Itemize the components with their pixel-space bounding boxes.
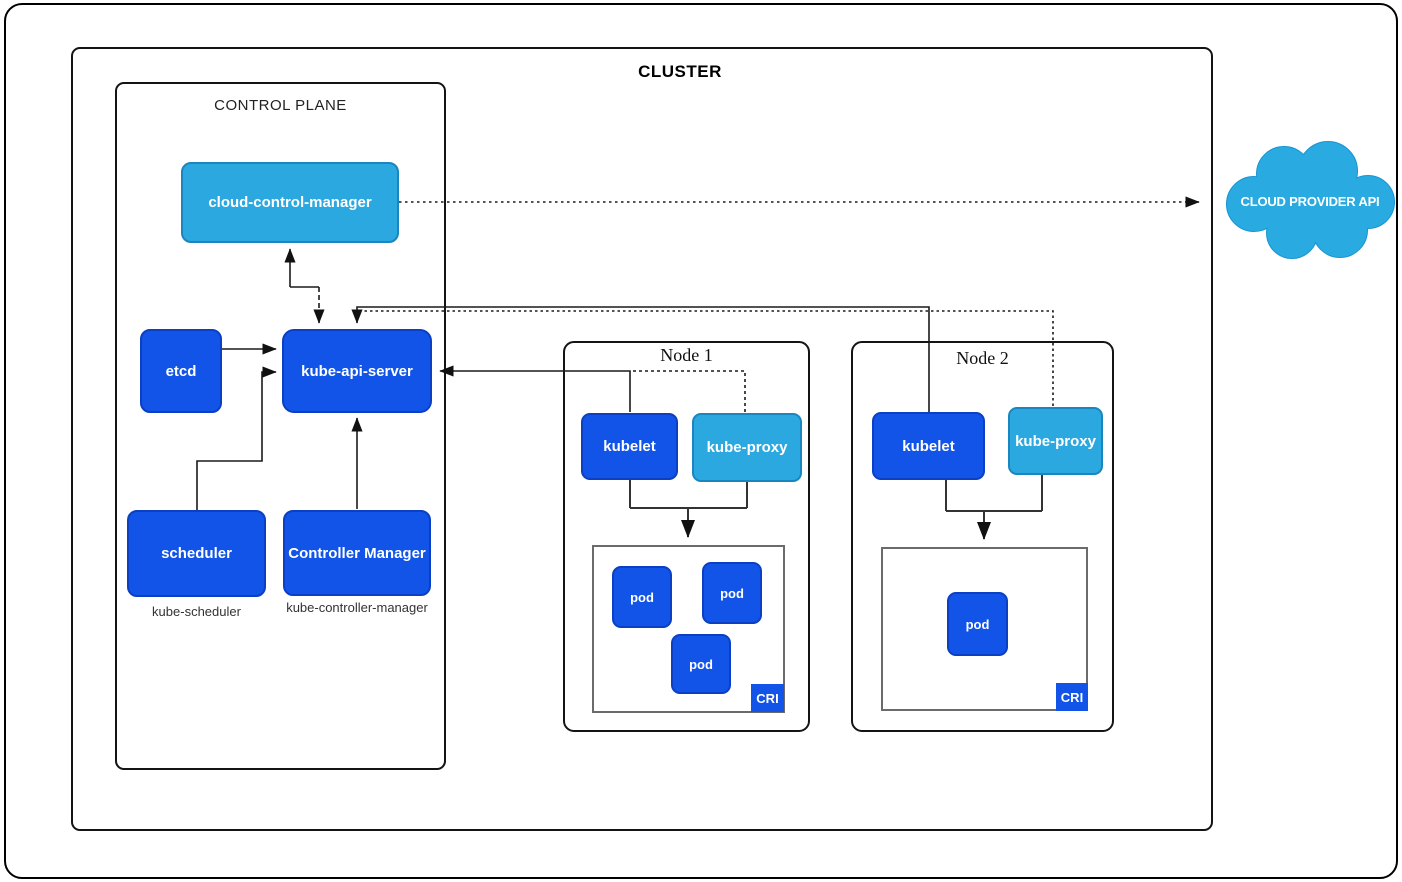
node1-pod-3-label: pod — [689, 656, 713, 672]
scheduler-box: scheduler — [127, 510, 266, 597]
node1-pod-3: pod — [671, 634, 731, 694]
node2-kubelet-box: kubelet — [872, 412, 985, 480]
node2-title: Node 2 — [956, 348, 1009, 368]
node1-pod-1: pod — [612, 566, 672, 628]
etcd-box: etcd — [140, 329, 222, 413]
cloud-provider-api-label: CLOUD PROVIDER API — [1241, 194, 1380, 209]
node2-kube-proxy-box: kube-proxy — [1008, 407, 1103, 475]
node2-pod-1-label: pod — [965, 616, 990, 632]
cloud-provider-api-shape: CLOUD PROVIDER API — [1226, 141, 1395, 259]
node1-kubelet-label: kubelet — [603, 438, 656, 455]
node1-kube-proxy-box: kube-proxy — [692, 413, 802, 482]
node2-pod-1: pod — [947, 592, 1008, 656]
cloud-control-manager-box: cloud-control-manager — [181, 162, 399, 243]
cloud-fill — [1227, 142, 1394, 258]
node1-kubelet-box: kubelet — [581, 413, 678, 480]
node1-cri-badge: CRI — [751, 684, 784, 712]
kube-api-server-box: kube-api-server — [282, 329, 432, 413]
scheduler-caption: kube-scheduler — [152, 604, 241, 619]
node1-title: Node 1 — [660, 345, 713, 365]
node2-kube-proxy-label: kube-proxy — [1015, 432, 1096, 450]
controller-manager-caption: kube-controller-manager — [286, 600, 428, 615]
cluster-label: CLUSTER — [638, 62, 722, 81]
control-plane-box — [115, 82, 446, 770]
cloud-control-manager-label: cloud-control-manager — [208, 194, 372, 211]
node2-kubelet-label: kubelet — [902, 437, 955, 455]
kube-api-server-label: kube-api-server — [301, 362, 413, 380]
node1-pod-1-label: pod — [630, 589, 654, 605]
cluster-box — [71, 47, 1213, 831]
control-plane-label: CONTROL PLANE — [214, 97, 347, 114]
node2-cri-badge: CRI — [1056, 683, 1088, 711]
node1-pod-2: pod — [702, 562, 762, 624]
controller-manager-label: Controller Manager — [288, 544, 426, 562]
node1-kube-proxy-label: kube-proxy — [706, 439, 788, 456]
etcd-label: etcd — [165, 362, 197, 380]
node1-pod-2-label: pod — [720, 585, 744, 601]
scheduler-label: scheduler — [161, 545, 232, 562]
controller-manager-box: Controller Manager — [283, 510, 431, 596]
